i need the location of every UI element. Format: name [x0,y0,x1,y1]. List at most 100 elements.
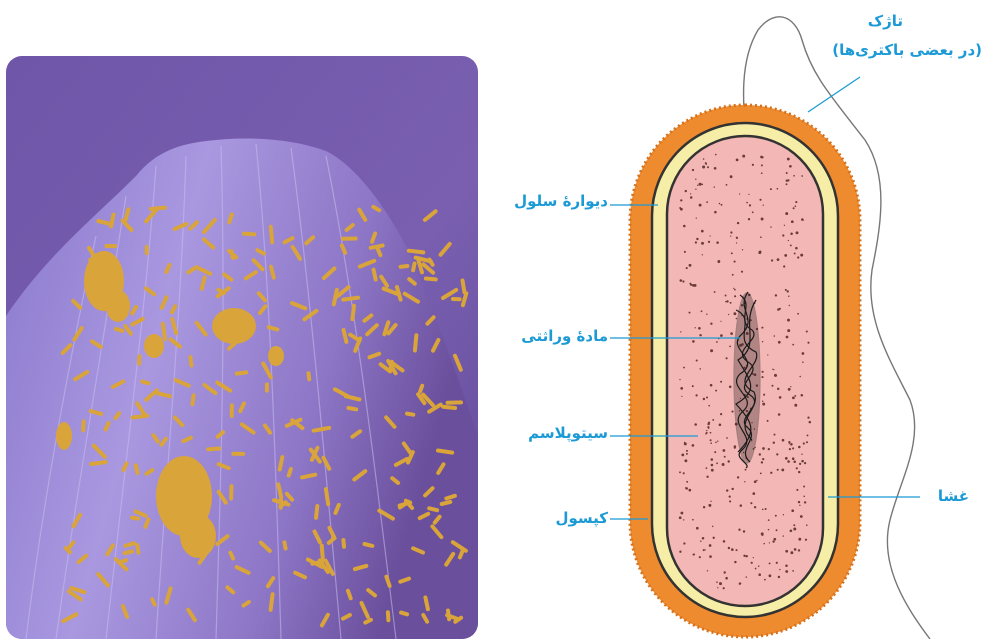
ribosome-dot [703,549,705,551]
ribosome-dot [762,403,765,406]
bacterium-rod [229,214,232,222]
ribosome-dot [787,329,790,332]
bacterium-rod [202,278,205,289]
ribosome-dot [750,502,752,504]
ribosome-dot [715,390,717,392]
bacterium-rod [202,496,208,498]
ribosome-dot [684,459,687,462]
ribosome-dot [761,172,763,174]
ribosome-dot [701,230,704,233]
ribosome-dot [759,453,761,455]
ribosome-dot [752,492,755,495]
ribosome-dot [696,359,698,361]
ribosome-dot [729,386,732,389]
ribosome-dot [774,335,776,337]
ribosome-dot [705,164,706,165]
ribosome-dot [731,411,733,413]
ribosome-dot [719,424,722,427]
ribosome-dot [781,468,784,471]
ribosome-dot [798,501,800,503]
bacterium-rod [208,449,219,450]
ribosome-dot [777,188,779,190]
ribosome-dot [699,556,701,558]
bacterium-rod [463,281,465,293]
ribosome-dot [798,471,800,473]
ribosome-dot [690,193,691,194]
ribosome-dot [724,456,726,458]
ribosome-dot [802,361,804,363]
ribosome-dot [739,193,740,194]
ribosome-dot [751,562,753,564]
ribosome-dot [731,488,733,490]
ribosome-dot [679,471,681,473]
ribosome-dot [710,442,712,444]
ribosome-dot [779,308,781,310]
bacterium-rod [426,279,436,280]
ribosome-dot [776,562,778,564]
bacterium-rod [192,395,193,404]
ribosome-dot [762,509,764,511]
ribosome-dot [695,327,696,328]
ribosome-dot [758,573,761,576]
ribosome-dot [702,166,705,169]
bacterium-rod [352,306,354,319]
label-capsule: کپسول [555,509,608,527]
ribosome-dot [726,437,728,439]
ribosome-dot [695,179,696,180]
ribosome-dot [726,489,728,491]
ribosome-dot [725,295,727,297]
ribosome-dot [778,341,781,344]
ribosome-dot [754,480,757,483]
ribosome-dot [792,570,794,572]
ribosome-dot [800,254,803,257]
bacterium-rod [448,611,449,620]
ribosome-dot [695,394,697,396]
ribosome-dot [765,508,767,510]
ribosome-dot [699,183,702,186]
ribosome-dot [768,448,770,450]
ribosome-dot [743,530,745,532]
ribosome-dot [706,430,707,431]
bacterium-rod [326,489,328,504]
ribosome-dot [799,463,801,465]
ribosome-dot [724,571,726,573]
bacterium-rod [271,267,274,278]
ribosome-dot [794,548,797,551]
ribosome-dot [680,331,681,332]
ribosome-dot [706,313,707,314]
ribosome-dot [706,476,708,478]
bacterium-rod [316,506,317,518]
ribosome-dot [797,256,799,258]
ribosome-dot [681,396,682,397]
ribosome-dot [786,172,788,174]
ribosome-dot [696,527,699,530]
ribosome-dot [703,506,705,508]
ribosome-dot [797,313,799,315]
ribosome-dot [734,561,736,563]
ribosome-dot [686,450,688,452]
ribosome-dot [685,487,687,489]
ribosome-dot [807,434,809,436]
ribosome-dot [756,480,757,481]
ribosome-dot [711,469,714,472]
ribosome-dot [686,453,688,455]
ribosome-dot [796,489,798,491]
ribosome-dot [700,541,701,542]
ribosome-dot [801,453,802,454]
ribosome-dot [736,318,738,320]
ribosome-dot [689,283,691,285]
ribosome-dot [763,394,765,396]
ribosome-dot [725,577,728,580]
ribosome-dot [758,565,760,567]
ribosome-dot [692,519,694,521]
ribosome-dot [715,442,717,444]
ribosome-dot [712,419,714,421]
ribosome-dot [692,169,694,171]
ribosome-dot [711,458,714,461]
ribosome-dot [744,481,745,482]
ribosome-dot [712,526,713,527]
bacterium-rod [137,545,138,553]
ribosome-dot [806,330,808,332]
ribosome-dot [753,557,754,558]
bacterium-rod [244,234,254,235]
